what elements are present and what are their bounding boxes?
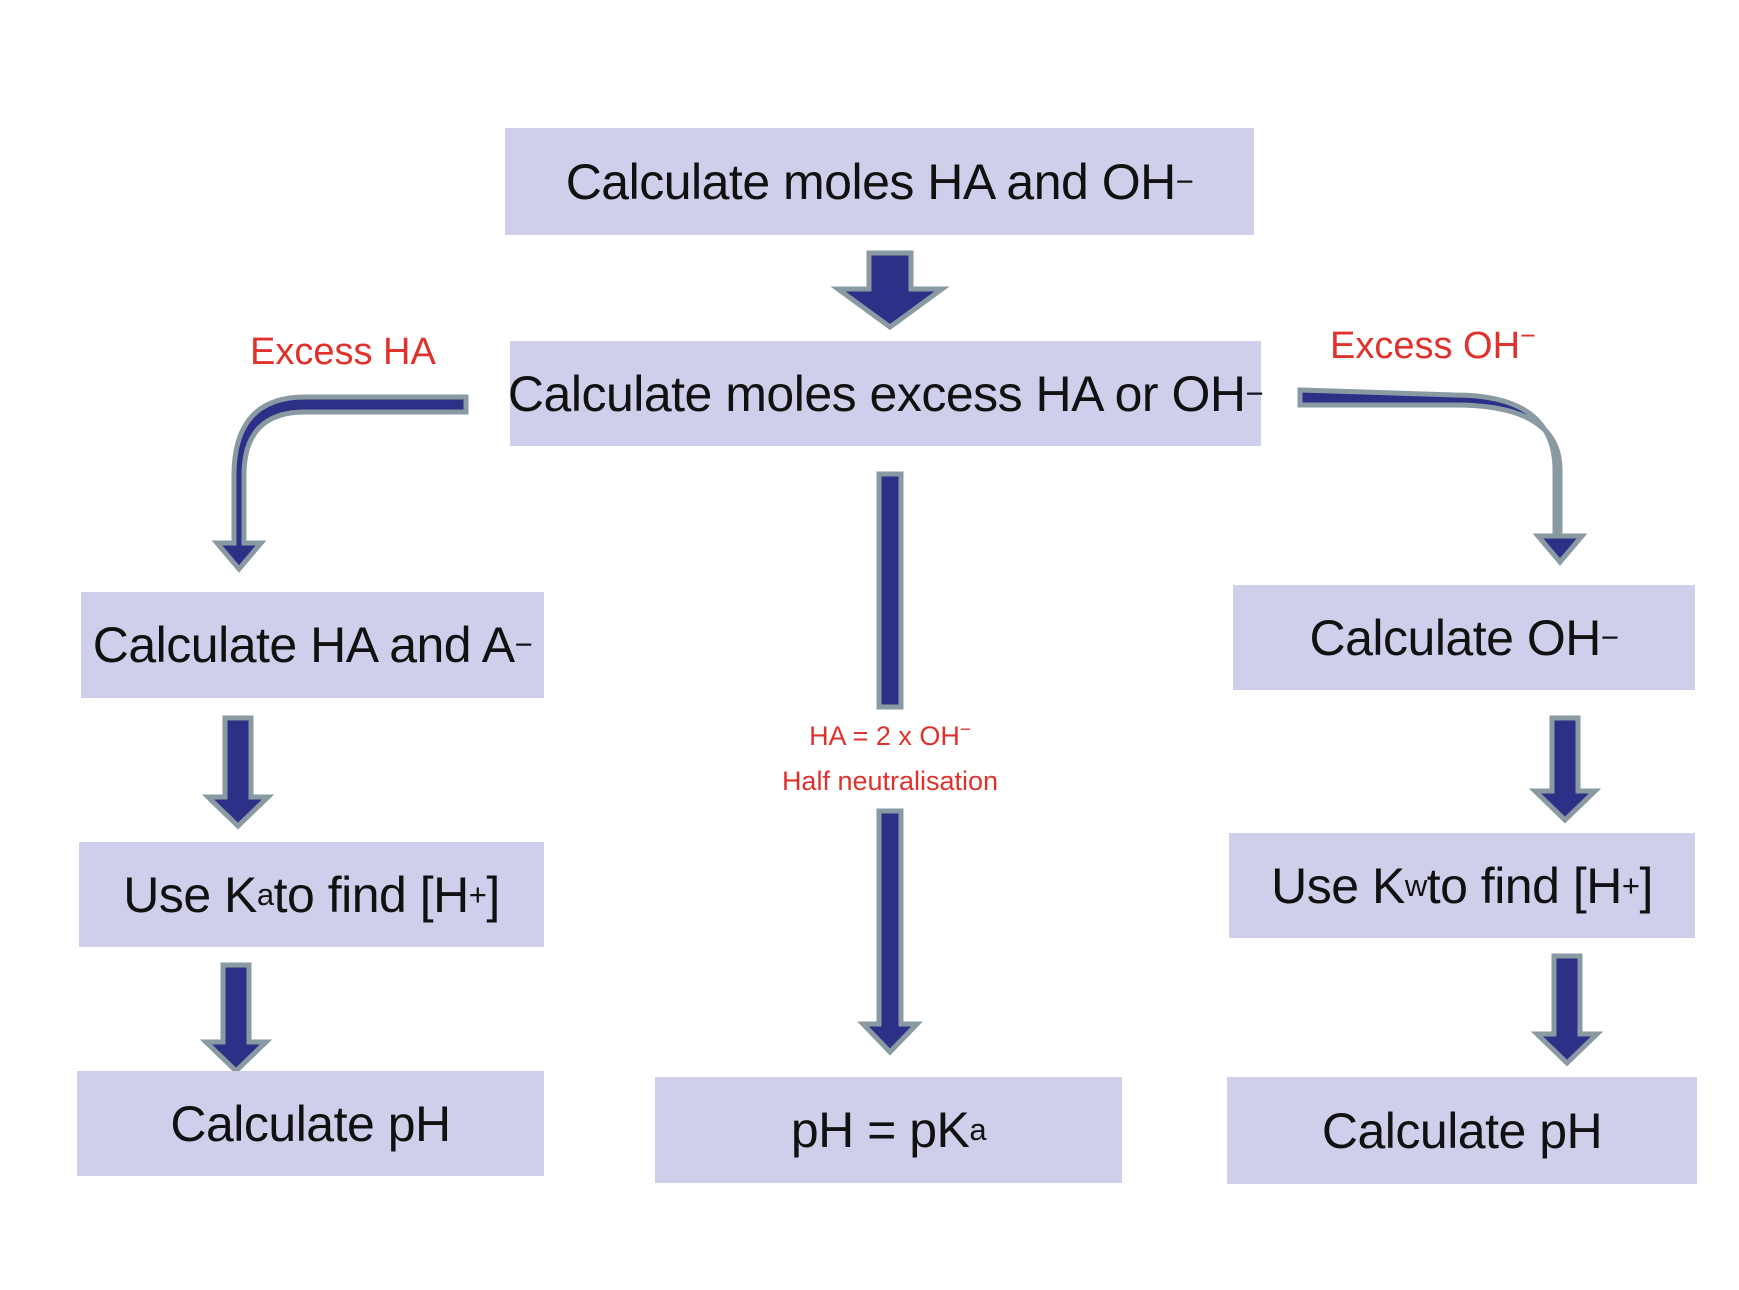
box-calculate-moles-excess: Calculate moles excess HA or OH− xyxy=(507,341,1264,446)
arrow-left-2-to-3 xyxy=(199,962,273,1075)
arrow-top-to-middle xyxy=(830,250,950,331)
label-ha-equals-2-oh: HA = 2 x OH− xyxy=(770,721,1010,752)
box-use-kw-mid: to find [H xyxy=(1426,857,1623,914)
box-calculate-ha-and-a-text: Calculate HA and A xyxy=(92,617,515,673)
box-calculate-oh: Calculate OH− xyxy=(1233,585,1695,690)
box-calculate-ha-and-a: Calculate HA and A− xyxy=(81,592,544,698)
label-excess-oh: Excess OH− xyxy=(1330,322,1536,368)
label-ha-equals-2-oh-text: HA = 2 x OH xyxy=(809,721,960,751)
label-excess-oh-sup: − xyxy=(1520,320,1536,351)
box-use-kw-pre: Use K xyxy=(1271,857,1405,914)
box-calculate-moles-text: Calculate moles HA and OH xyxy=(565,153,1177,210)
box-use-ka-mid: to find [H xyxy=(273,866,470,923)
box-calculate-moles: Calculate moles HA and OH− xyxy=(505,128,1254,235)
label-excess-ha: Excess HA xyxy=(250,331,436,374)
label-excess-oh-text: Excess OH xyxy=(1330,325,1521,367)
arrow-center-upper xyxy=(876,471,904,710)
box-calculate-ph-left: Calculate pH xyxy=(77,1071,544,1176)
box-use-ka-pre: Use K xyxy=(123,866,257,923)
box-calculate-ph-left-text: Calculate pH xyxy=(170,1095,451,1152)
arrow-center-lower xyxy=(857,808,923,1056)
label-ha-equals-2-oh-sup: − xyxy=(959,719,971,741)
box-ph-equals-pka-pre: pH = pK xyxy=(790,1102,970,1158)
box-use-ka-post: ] xyxy=(486,866,500,923)
label-half-neutralisation-text: Half neutralisation xyxy=(781,766,999,796)
label-excess-ha-text: Excess HA xyxy=(250,331,436,373)
box-calculate-oh-text: Calculate OH xyxy=(1309,609,1602,666)
arrow-right-1-to-2 xyxy=(1528,715,1602,824)
label-half-neutralisation: Half neutralisation xyxy=(760,766,1020,797)
box-calculate-ph-right-text: Calculate pH xyxy=(1321,1102,1603,1159)
arrow-curve-right xyxy=(1297,387,1588,566)
box-use-kw-post: ] xyxy=(1639,857,1653,914)
arrow-right-2-to-3 xyxy=(1530,953,1604,1067)
arrow-curve-left xyxy=(211,394,469,573)
box-calculate-ph-right: Calculate pH xyxy=(1227,1077,1697,1184)
box-calculate-moles-excess-text: Calculate moles excess HA or OH xyxy=(507,365,1246,422)
arrow-left-1-to-2 xyxy=(201,715,275,830)
